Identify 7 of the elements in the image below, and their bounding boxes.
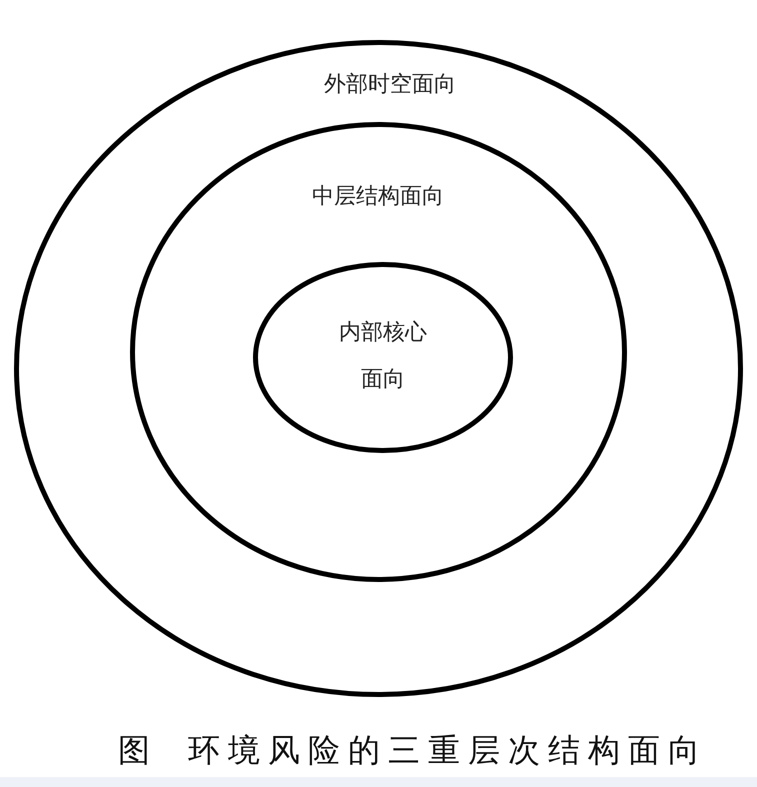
figure-caption: 图 环境风险的三重层次结构面向 — [118, 731, 708, 770]
layer-label: 外部时空面向 — [324, 72, 456, 98]
layer-label: 内部核心面向 — [339, 319, 427, 394]
layer-label: 中层结构面向 — [312, 184, 444, 210]
middle-ellipse — [130, 122, 627, 582]
outer-ellipse — [14, 40, 743, 697]
inner-ellipse — [253, 262, 513, 453]
